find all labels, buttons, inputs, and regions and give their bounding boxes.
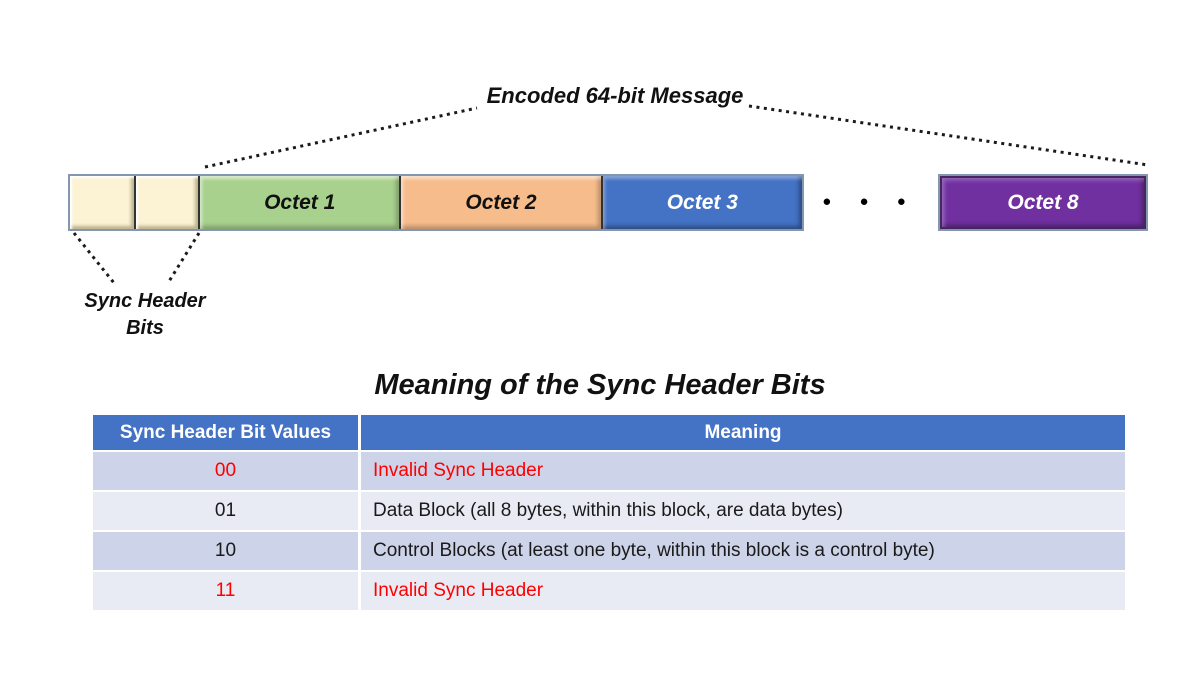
encoded-message-label: Encoded 64-bit Message	[486, 83, 744, 108]
table-row-11-meaning: Invalid Sync Header	[361, 572, 1125, 610]
octet-ellipsis-dots: ● ● ●	[822, 193, 918, 210]
octet-1-block: Octet 1	[198, 176, 400, 229]
sync-header-table: Sync Header Bit Values Meaning 00 Invali…	[93, 415, 1125, 610]
message-leader-right-line	[748, 104, 1149, 167]
table-row-01-meaning: Data Block (all 8 bytes, within this blo…	[361, 492, 1125, 530]
message-bar: Octet 1 Octet 2 Octet 3	[68, 174, 804, 231]
sync-header-bits-label-line1: Sync Header	[84, 290, 206, 312]
table-title: Meaning of the Sync Header Bits	[374, 369, 826, 401]
table-header-bit-values: Sync Header Bit Values	[93, 415, 358, 450]
sync-leader-right-line	[166, 232, 201, 284]
table-row-10-bits: 10	[93, 532, 358, 570]
table-row-10-meaning: Control Blocks (at least one byte, withi…	[361, 532, 1125, 570]
octet-2-block: Octet 2	[399, 176, 601, 229]
sync-header-bit-cell-1	[70, 176, 134, 229]
octet-8-frame: Octet 8	[938, 174, 1148, 231]
message-leader-left-line	[204, 106, 478, 169]
table-row-11-bits: 11	[93, 572, 358, 610]
sync-leader-left-line	[72, 232, 116, 284]
table-row-00-meaning: Invalid Sync Header	[361, 452, 1125, 490]
octet-3-block: Octet 3	[600, 176, 802, 229]
table-header-meaning: Meaning	[361, 415, 1125, 450]
octet-8-block: Octet 8	[940, 176, 1146, 229]
table-row-00-bits: 00	[93, 452, 358, 490]
table-row-01-bits: 01	[93, 492, 358, 530]
sync-header-bit-cell-2	[134, 176, 198, 229]
sync-header-bits-label-line2: Bits	[126, 317, 164, 339]
sync-header-bits-label: Sync Header Bits	[60, 288, 230, 342]
